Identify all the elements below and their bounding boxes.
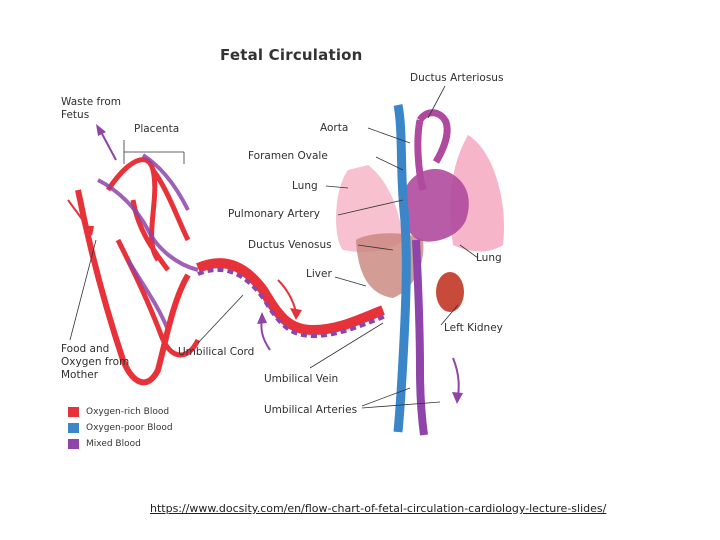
legend-item: Mixed Blood: [68, 436, 173, 452]
label-pulmonary-artery: Pulmonary Artery: [228, 208, 320, 220]
label-ductus-venosus: Ductus Venosus: [248, 239, 332, 251]
legend-label: Oxygen-rich Blood: [86, 407, 170, 417]
color-legend: Oxygen-rich Blood Oxygen-poor Blood Mixe…: [68, 404, 173, 452]
diagram-title: Fetal Circulation: [220, 46, 363, 64]
flow-arrow-cord: [277, 279, 297, 313]
flow-arrow-umbilical-return: [260, 319, 271, 351]
placenta-network: [105, 157, 201, 358]
label-liver: Liver: [306, 268, 332, 280]
legend-label: Oxygen-poor Blood: [86, 423, 173, 433]
label-umbilical-arteries: Umbilical Arteries: [264, 404, 358, 416]
flow-arrow-mother: [67, 199, 91, 231]
label-left-kidney: Left Kidney: [444, 322, 503, 334]
arrowhead-umbilical-return: [257, 312, 267, 324]
arrowhead-mother: [84, 226, 94, 236]
arrowhead-cord: [290, 308, 302, 320]
legend-swatch-oxygen-poor: [68, 423, 79, 433]
label-lung-left: Lung: [292, 180, 318, 192]
label-umbilical-vein: Umbilical Vein: [264, 373, 339, 385]
legend-item: Oxygen-rich Blood: [68, 404, 173, 420]
aorta-vessel: [414, 109, 451, 191]
kidney-shape: [436, 272, 464, 312]
legend-label: Mixed Blood: [86, 439, 141, 449]
flow-arrow-lower: [452, 357, 460, 397]
descending-aorta-vessel: [412, 239, 428, 436]
source-link[interactable]: https://www.docsity.com/en/flow-chart-of…: [150, 502, 607, 515]
label-aorta: Aorta: [320, 122, 349, 134]
fetal-circulation-diagram: Fetal Circulation Ductus Arteriosus Aort…: [48, 40, 518, 470]
label-placenta: Placenta: [134, 123, 180, 135]
vena-cava-vessel: [393, 104, 411, 433]
legend-swatch-oxygen-rich: [68, 407, 79, 417]
circulation-illustration: [67, 85, 504, 436]
arrowhead-waste: [96, 124, 106, 136]
left-lung-shape: [336, 165, 403, 252]
leader-lines: [69, 85, 479, 409]
label-foramen-ovale: Foramen Ovale: [248, 150, 328, 162]
label-waste-from-fetus: Waste from Fetus: [61, 96, 121, 121]
legend-swatch-mixed: [68, 439, 79, 449]
placenta-mixed-network: [97, 153, 199, 331]
placenta-outline-vessel: [75, 189, 191, 386]
umbilical-cord-vessel: [196, 258, 385, 336]
arrowhead-lower: [452, 392, 463, 404]
label-food-oxygen-from-mother: Food and Oxygen from Mother: [61, 343, 130, 381]
label-lung-right: Lung: [476, 252, 502, 264]
label-ductus-arteriosus: Ductus Arteriosus: [410, 72, 504, 84]
label-umbilical-cord: Umbilical Cord: [178, 346, 255, 358]
legend-item: Oxygen-poor Blood: [68, 420, 173, 436]
flow-arrow-waste: [99, 129, 117, 161]
